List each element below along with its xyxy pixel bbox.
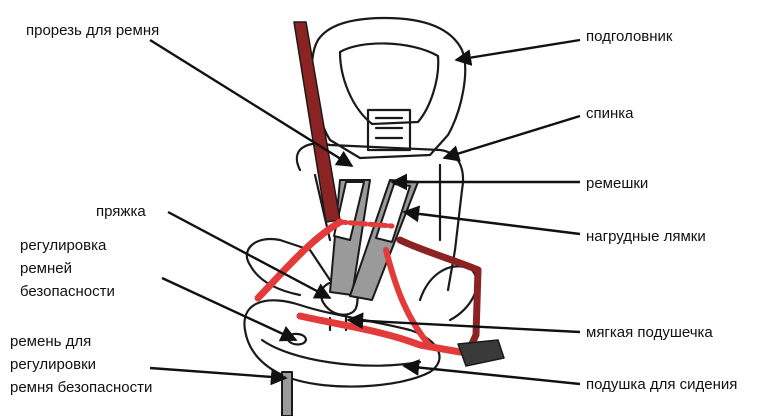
label-buckle: пряжка (96, 202, 146, 222)
arrow-chest-straps (404, 212, 580, 234)
label-adjust-belt-line-2: регулировки (10, 353, 152, 376)
label-straps: ремешки (586, 174, 648, 194)
label-seat-cushion: подушка для сидения (586, 375, 737, 395)
label-soft-pad: мягкая подушечка (586, 323, 713, 343)
arrow-buckle (168, 212, 330, 298)
label-headrest: подголовник (586, 27, 673, 47)
label-adjust-belt-line-3: ремня безопасности (10, 376, 152, 399)
label-belt-slot: прорезь для ремня (26, 21, 159, 41)
label-harness-adjust-line-1: регулировка (20, 234, 115, 257)
vehicle-belt (258, 22, 504, 366)
arrow-seat-cushion (404, 366, 580, 384)
label-adjust-belt: ремень для регулировки ремня безопасност… (10, 330, 152, 399)
label-chest-straps: нагрудные лямки (586, 227, 706, 247)
arrow-adjust-belt (150, 368, 286, 378)
label-backrest: спинка (586, 104, 634, 124)
label-harness-adjust-line-3: безопасности (20, 280, 115, 303)
label-adjust-belt-line-1: ремень для (10, 330, 152, 353)
arrow-headrest (456, 40, 580, 60)
label-harness-adjust-line-2: ремней (20, 257, 115, 280)
label-harness-adjust: регулировка ремней безопасности (20, 234, 115, 303)
arrow-belt-slot (150, 40, 352, 166)
arrow-backrest (444, 116, 580, 158)
